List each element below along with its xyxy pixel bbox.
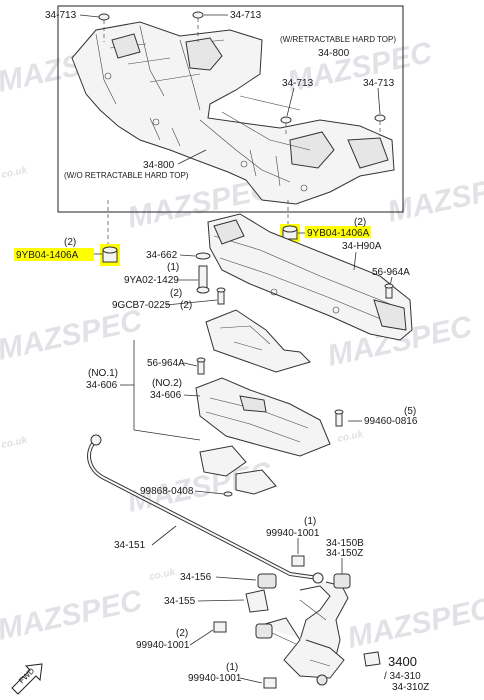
label-qty-2-b: (2) bbox=[170, 288, 182, 299]
label-no1: (NO.1) bbox=[88, 368, 118, 379]
label-34-h90a: 34-H90A bbox=[342, 241, 382, 252]
bracket-icon bbox=[245, 589, 269, 613]
bolt-icon bbox=[384, 283, 394, 299]
washer-icon bbox=[195, 252, 211, 260]
label-qty-2-right: (2) bbox=[354, 217, 366, 228]
watermark-domain: co.uk bbox=[336, 429, 364, 445]
label-34-800-top: 34-800 bbox=[318, 48, 350, 59]
subframe-illustration bbox=[71, 21, 395, 205]
label-without-hard-top: (W/O RETRACTABLE HARD TOP) bbox=[64, 171, 189, 180]
label-34-150z: 34-150Z bbox=[326, 548, 363, 559]
label-qty-2-left: (2) bbox=[64, 237, 76, 248]
ball-joint-icon bbox=[363, 651, 381, 667]
under-panel-illustration bbox=[195, 309, 331, 495]
inset-frame bbox=[57, 5, 404, 213]
label-34-606-a: 34-606 bbox=[86, 380, 118, 391]
nut-icon bbox=[213, 621, 227, 633]
label-qty-2-d: (2) bbox=[176, 628, 188, 639]
label-34-151: 34-151 bbox=[114, 540, 146, 551]
label-56-964a-right: 56-964A bbox=[372, 267, 410, 278]
label-99940-1001-c: 99940-1001 bbox=[188, 673, 242, 684]
watermark-domain: co.uk bbox=[148, 567, 176, 583]
label-34-713-c: 34-713 bbox=[282, 78, 314, 89]
nut-icon bbox=[282, 225, 298, 240]
nut-icon bbox=[102, 246, 118, 263]
highlight-box bbox=[305, 226, 371, 238]
label-34-310: / 34-310 bbox=[384, 671, 421, 682]
clip-icon bbox=[223, 491, 233, 497]
label-99940-1001-b: 99940-1001 bbox=[136, 640, 190, 651]
bolt-icon bbox=[98, 11, 386, 136]
watermark-brand: MAZSPEC bbox=[285, 36, 437, 99]
watermark-brand: MAZSPEC bbox=[345, 592, 484, 655]
label-qty-1-a: (1) bbox=[167, 262, 179, 273]
label-34-713-d: 34-713 bbox=[363, 78, 395, 89]
label-qty-1-b: (1) bbox=[304, 516, 316, 527]
label-56-964a-left: 56-964A bbox=[147, 358, 185, 369]
label-34-662: 34-662 bbox=[146, 250, 178, 261]
watermark-domain: co.uk bbox=[0, 435, 28, 451]
nut-icon bbox=[291, 555, 305, 567]
label-34-310z: 34-310Z bbox=[392, 682, 429, 693]
label-3400: 3400 bbox=[388, 654, 417, 669]
label-34-800-mid: 34-800 bbox=[143, 160, 175, 171]
bolt-icon bbox=[216, 287, 226, 305]
label-34-606-b: 34-606 bbox=[150, 390, 182, 401]
label-34-713-b: 34-713 bbox=[230, 10, 262, 21]
watermark-domain: co.uk bbox=[0, 165, 28, 181]
label-34-156: 34-156 bbox=[180, 572, 212, 583]
highlight-box bbox=[14, 248, 94, 261]
bushing-icon bbox=[257, 573, 277, 589]
watermark-brand: MAZSPEC bbox=[0, 304, 146, 367]
label-34-150b: 34-150B bbox=[326, 538, 364, 549]
bolt-icon bbox=[196, 265, 210, 294]
fwd-arrow-icon: FWD bbox=[11, 663, 43, 695]
label-99940-1001-a: 99940-1001 bbox=[266, 528, 320, 539]
label-qty-1-c: (1) bbox=[226, 662, 238, 673]
label-9gcb7-0225: 9GCB7-0225 bbox=[112, 300, 171, 311]
label-9yb04-1406a-right: 9YB04-1406A bbox=[307, 228, 370, 239]
bolt-icon bbox=[334, 409, 344, 427]
label-99868-0408: 99868-0408 bbox=[140, 486, 194, 497]
label-34-155: 34-155 bbox=[164, 596, 196, 607]
nut-icon bbox=[263, 677, 277, 689]
label-34-713-a: 34-713 bbox=[45, 10, 77, 21]
anti-roll-bar-illustration bbox=[87, 434, 324, 584]
label-99460-0816: 99460-0816 bbox=[364, 416, 418, 427]
label-9yb04-1406a-left: 9YB04-1406A bbox=[16, 250, 79, 261]
watermark-brand: MAZSPEC bbox=[0, 584, 146, 647]
watermark-brand: MAZSPEC bbox=[385, 166, 484, 229]
crossmember-illustration bbox=[207, 213, 413, 341]
label-qty-2-c: (2) bbox=[180, 300, 192, 311]
label-9ya02-1429: 9YA02-1429 bbox=[124, 275, 179, 286]
control-arm-illustration bbox=[255, 573, 351, 686]
label-qty-5: (5) bbox=[404, 406, 416, 417]
label-with-hard-top: (W/RETRACTABLE HARD TOP) bbox=[280, 35, 396, 44]
bolt-icon bbox=[196, 357, 206, 375]
label-no2: (NO.2) bbox=[152, 378, 182, 389]
